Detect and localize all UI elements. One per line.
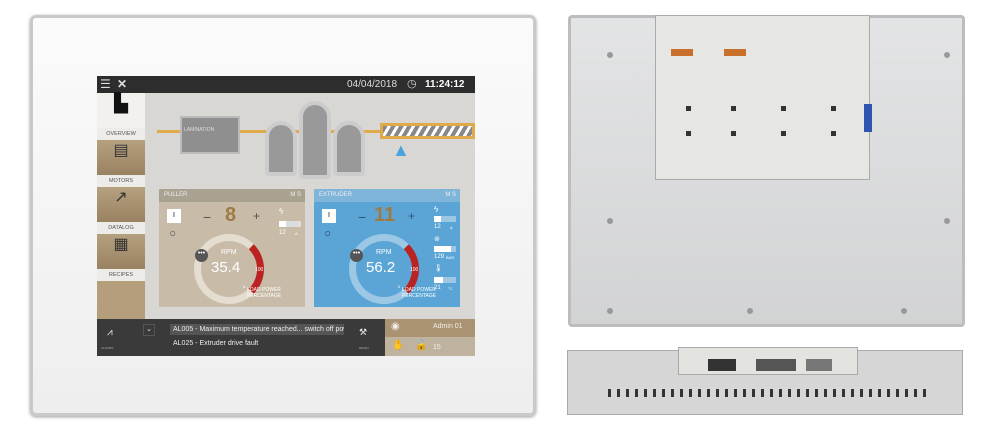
warning-icon[interactable]: ▲ [392, 140, 410, 160]
lock-icon: 🔓 [415, 340, 428, 351]
roller-3 [333, 121, 365, 176]
sidebar-item-motors[interactable]: ▤ MOTORS [97, 140, 145, 187]
temperature-unit: °C [448, 286, 453, 291]
machine-icon: ▙ [114, 93, 128, 113]
temperature-bar [434, 277, 456, 283]
sidebar-item-label: MOTORS [97, 175, 145, 187]
decrease-button[interactable]: − [203, 209, 212, 225]
alarm-bar: ⩘ ALARMS ⌄ AL005 - Maximum temperature r… [97, 319, 385, 356]
increase-button[interactable]: + [253, 209, 261, 223]
rpm-value: 56.2 [366, 259, 396, 276]
gauge-label: RPM [221, 249, 237, 256]
gauge-max: 100 [255, 267, 264, 273]
thermometer-icon: 🌡 [434, 265, 443, 272]
top-bar: ☰ ✕ 04/04/2018 ◷ 11:24:12 [97, 76, 475, 93]
gauge-min: 0 [398, 284, 401, 289]
time: 11:24:12 [425, 79, 465, 90]
alarms-icon[interactable]: ⩘ [107, 327, 113, 338]
increase-button[interactable]: + [408, 209, 416, 223]
expand-alarms-button[interactable]: ⌄ [143, 324, 155, 336]
panel-title: EXTRUDER [319, 192, 353, 198]
sidebar-item-datalog[interactable]: ↗ DATALOG [97, 187, 145, 234]
extruder-screw [380, 123, 475, 139]
current-value: 12 [279, 230, 286, 236]
more-button[interactable]: ••• [350, 249, 363, 262]
current-unit: A [295, 231, 298, 236]
lamination-unit: LAMINATION [180, 116, 240, 154]
roller-2 [299, 101, 331, 179]
sidebar-item-label: RECIPES [97, 269, 145, 281]
motor-icon: ▤ [113, 142, 129, 159]
alarm-item[interactable]: AL005 - Maximum temperature reached... s… [170, 324, 344, 335]
more-button[interactable]: ••• [195, 249, 208, 262]
load-label: LOAD POWER PERCENTAGE [402, 287, 437, 299]
on-button[interactable]: I [167, 209, 181, 223]
panel-title: PULLER [164, 192, 188, 198]
gauge-min: 0 [243, 284, 246, 289]
user-level: 15 [433, 344, 441, 351]
puller-panel: PULLER M S I O − 8 + ••• RPM 35.4 100 0 L… [159, 189, 305, 307]
user-name: Admin 01 [433, 323, 463, 330]
hand-icon: ✋ [392, 340, 405, 351]
hmi-screen: ☰ ✕ 04/04/2018 ◷ 11:24:12 ▙ OVERVIEW ▤ MOT… [97, 76, 475, 356]
lamination-label: LAMINATION [184, 127, 215, 133]
controller-module [655, 15, 872, 180]
manual-badge: M [290, 192, 296, 198]
current-bar [279, 221, 301, 227]
manual-badge: M [445, 192, 451, 198]
hamburger-icon[interactable]: ☰ [100, 77, 111, 91]
rpm-gauge [194, 234, 264, 304]
stop-badge: S [296, 192, 301, 198]
temperature-value: 21 [434, 285, 441, 291]
current-bar [434, 216, 456, 222]
sidebar-item-overview[interactable]: ▙ OVERVIEW [97, 93, 145, 140]
bolt-icon: ϟ [279, 207, 284, 216]
gauge-max: 100 [410, 267, 419, 273]
off-button[interactable]: O [170, 231, 176, 238]
current-unit: A [450, 225, 453, 230]
roller-1 [265, 121, 297, 176]
reset-label: RESET [359, 346, 370, 350]
on-button[interactable]: I [322, 209, 336, 223]
alarms-label: ALARMS [101, 346, 114, 350]
hmi-bottom-view [567, 347, 963, 415]
gauge-label: RPM [376, 249, 392, 256]
sidebar-item-label: OVERVIEW [97, 128, 145, 140]
current-value: 12 [434, 224, 441, 230]
pressure-unit: BAR [446, 255, 455, 260]
rpm-value: 35.4 [211, 259, 241, 276]
pressure-icon: ⊚ [434, 236, 440, 243]
bolt-icon: ϟ [434, 205, 439, 214]
pressure-bar [434, 246, 456, 252]
clock-icon: ◷ [407, 78, 417, 90]
load-label: LOAD POWER PERCENTAGE [247, 287, 282, 299]
off-button[interactable]: O [325, 231, 331, 238]
reset-alarm-icon[interactable]: ⚒ [359, 327, 368, 337]
user-panel[interactable]: ◉ Admin 01 ✋ 🔓 15 [385, 319, 475, 356]
setpoint-value: 8 [225, 204, 237, 226]
sidebar-item-label: DATALOG [97, 222, 145, 234]
user-avatar-icon: ◉ [391, 321, 400, 332]
alarm-item[interactable]: AL025 - Extruder drive fault [173, 340, 259, 347]
sidebar-item-recipes[interactable]: ▦ RECIPES [97, 234, 145, 281]
close-icon[interactable]: ✕ [117, 77, 128, 91]
sidebar: ▙ OVERVIEW ▤ MOTORS ↗ DATALOG ▦ RECIPES [97, 93, 145, 319]
stop-badge: S [451, 192, 456, 198]
recipe-book-icon: ▦ [113, 236, 129, 253]
chart-icon: ↗ [114, 189, 128, 206]
date: 04/04/2018 [347, 79, 398, 90]
decrease-button[interactable]: − [358, 209, 367, 225]
pressure-value: 129 [434, 254, 445, 260]
setpoint-value: 11 [374, 204, 396, 226]
rpm-gauge [349, 234, 419, 304]
